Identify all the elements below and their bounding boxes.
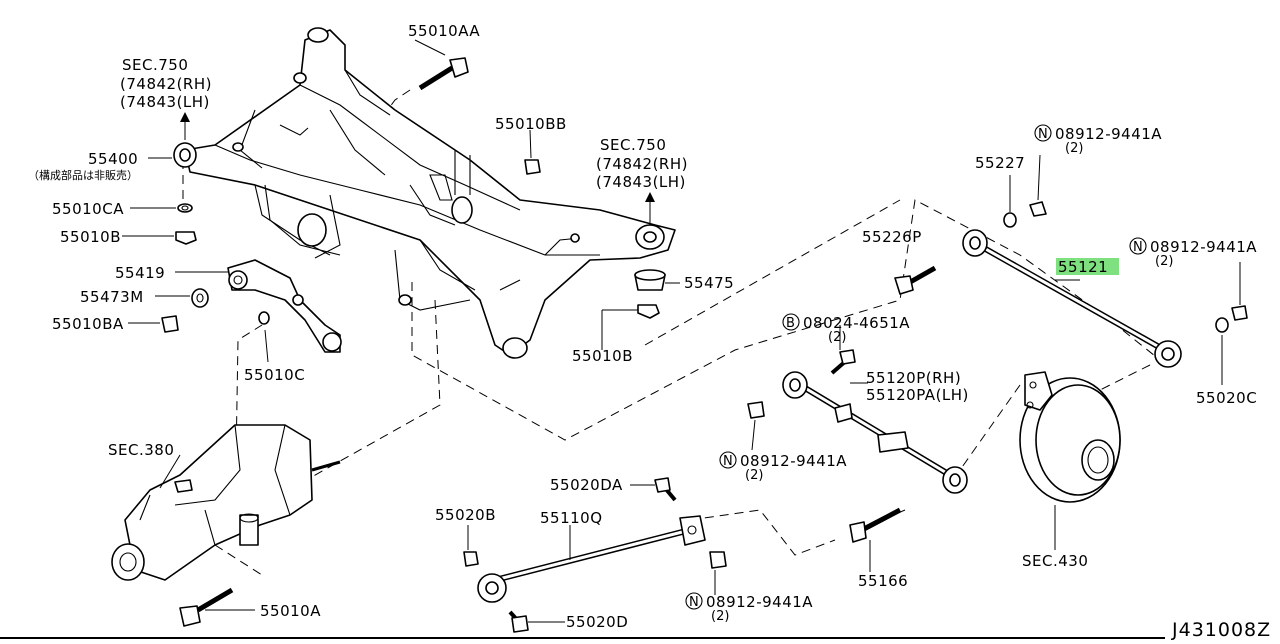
label-55010B-left: 55010B xyxy=(60,228,121,246)
label-55473M: 55473M xyxy=(80,288,144,306)
label-55226P: 55226P xyxy=(862,228,922,246)
b-mark xyxy=(782,313,800,331)
label-sec380: SEC.380 xyxy=(108,441,174,459)
label-55020D: 55020D xyxy=(566,613,628,631)
label-55020C: 55020C xyxy=(1196,389,1257,407)
label-55020DA: 55020DA xyxy=(550,476,623,494)
label-55400: 55400 xyxy=(88,150,138,168)
n-mark-center-text: N xyxy=(723,454,733,469)
radius-link-55110Q xyxy=(463,477,727,633)
label-not-sold-note: （構成部品は非販売） xyxy=(28,168,138,182)
label-55010BB: 55010BB xyxy=(495,115,567,133)
upper-link-55121 xyxy=(962,201,1248,368)
label-08912-bottom-qty: (2) xyxy=(711,609,729,624)
label-74843-right: (74843(LH) xyxy=(596,173,686,191)
drawing-id: J431008Z xyxy=(1171,619,1271,640)
label-55010BA: 55010BA xyxy=(52,315,124,333)
label-55120P: 55120P(RH) xyxy=(866,369,961,387)
n-mark-top-text: N xyxy=(1038,127,1048,142)
rear-suspension-member xyxy=(184,27,676,359)
label-08912-right: 08912-9441A xyxy=(1150,238,1257,256)
label-55475: 55475 xyxy=(684,274,734,292)
label-74842-left: (74842(RH) xyxy=(120,75,212,93)
right-mount-bushing xyxy=(634,192,680,319)
bolt-55226P xyxy=(894,265,937,295)
label-55227: 55227 xyxy=(975,154,1025,172)
highlight-55121 xyxy=(1056,258,1119,275)
label-08024: 08024-4651A xyxy=(803,314,910,332)
label-sec750-right: SEC.750 xyxy=(600,136,666,154)
bolt-55010AA xyxy=(418,57,541,175)
n-mark-right-text: N xyxy=(1133,240,1143,255)
label-sec750-left: SEC.750 xyxy=(122,56,188,74)
label-74843-left: (74843(LH) xyxy=(120,93,210,111)
b-mark-text: B xyxy=(786,316,795,331)
label-55010AA: 55010AA xyxy=(408,22,480,40)
label-08912-top: 08912-9441A xyxy=(1055,125,1162,143)
label-74842-right: (74842(RH) xyxy=(596,155,688,173)
label-55010A: 55010A xyxy=(260,602,321,620)
differential xyxy=(111,424,341,581)
label-55166: 55166 xyxy=(858,572,908,590)
label-55121: 55121 xyxy=(1058,258,1108,276)
n-mark-top xyxy=(1034,124,1052,142)
label-55020B: 55020B xyxy=(435,506,496,524)
label-55110Q: 55110Q xyxy=(540,509,603,527)
label-08912-center-qty: (2) xyxy=(745,468,763,483)
label-55010C: 55010C xyxy=(244,366,305,384)
bolt-55166 xyxy=(849,507,902,543)
lower-link-55120P xyxy=(747,349,968,494)
n-mark-bottom-text: N xyxy=(689,595,699,610)
label-08912-right-qty: (2) xyxy=(1155,254,1173,269)
label-sec430: SEC.430 xyxy=(1022,552,1088,570)
labels: SEC.750 (74842(RH) (74843(LH) 55010AA 55… xyxy=(28,22,1271,641)
axle-housing xyxy=(1019,371,1121,503)
left-mount-bushing xyxy=(173,112,197,245)
leader-lines xyxy=(122,39,1241,623)
label-08024-qty: (2) xyxy=(828,330,846,345)
label-08912-bottom: 08912-9441A xyxy=(706,593,813,611)
label-08912-center: 08912-9441A xyxy=(740,452,847,470)
n-mark-bottom xyxy=(685,592,703,610)
label-55120PA: 55120PA(LH) xyxy=(866,386,969,404)
bracket-55419 xyxy=(161,259,342,353)
label-08912-top-qty: (2) xyxy=(1065,141,1083,156)
label-55419: 55419 xyxy=(115,264,165,282)
label-55010B-center: 55010B xyxy=(572,347,633,365)
label-55010CA: 55010CA xyxy=(52,200,124,218)
n-mark-right xyxy=(1129,237,1147,255)
n-mark-center xyxy=(719,451,737,469)
bolt-55010A xyxy=(179,587,234,627)
